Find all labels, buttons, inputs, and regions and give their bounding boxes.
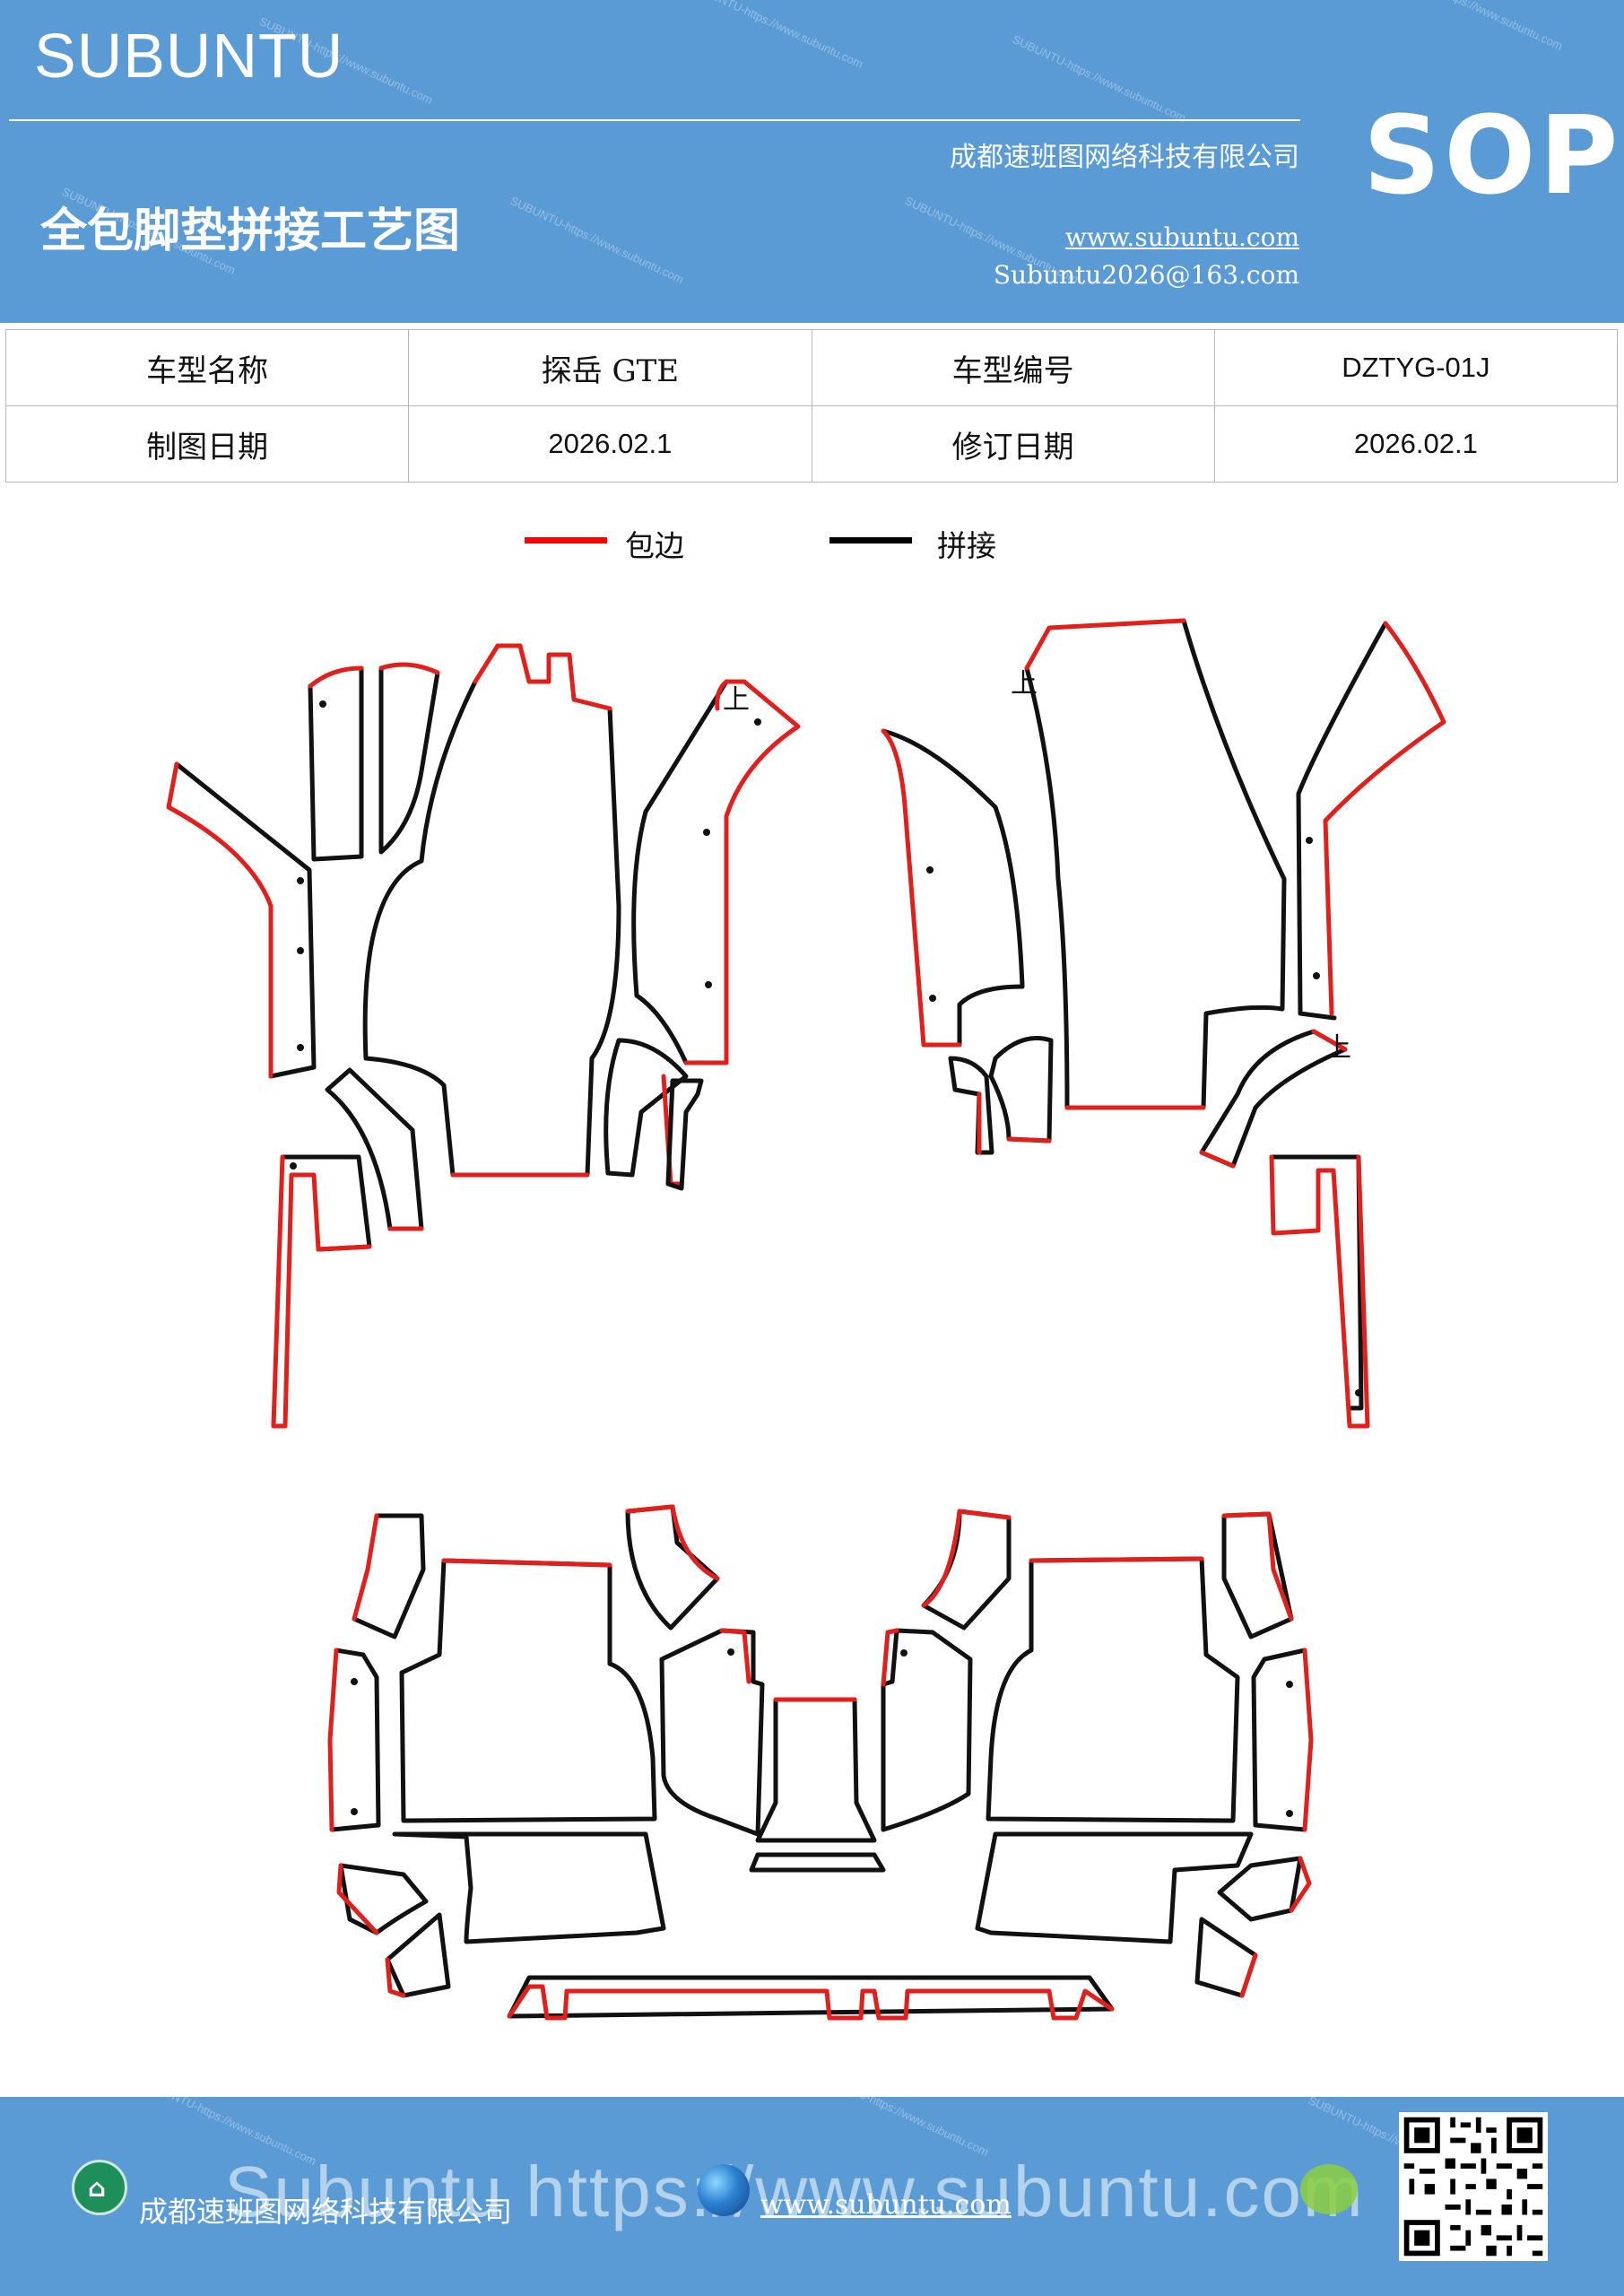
mat-piece-rear-left-lower-3: [385, 1912, 451, 1998]
watermark-text: SUBUNTU-https://www.subuntu.com: [687, 0, 865, 72]
mat-piece-rear-right-main: [986, 1556, 1240, 1823]
mat-piece-rear-bottom-strip: [507, 1975, 1115, 2021]
draw-date-label: 制图日期: [4, 405, 410, 483]
mat-piece-passenger-left: [881, 728, 1025, 1048]
model-info-table: 车型名称 探岳 GTE 车型编号 DZTYG-01J 制图日期 2026.02.…: [4, 329, 1619, 483]
draw-date-value: 2026.02.1: [408, 405, 812, 483]
mat-piece-front-left-strip-2: [378, 662, 440, 855]
sop-badge: SOP: [1363, 94, 1622, 219]
legend-label: 拼接: [937, 528, 996, 563]
alignment-dots: [290, 700, 1362, 1817]
mat-piece-rear-right-lower-1: [975, 1831, 1254, 1944]
watermark-text: SUBUNTU-https://www.subuntu.com: [812, 2066, 991, 2160]
mat-piece-passenger-long-strip: [1269, 1154, 1370, 1429]
table-row: 制图日期 2026.02.1 修订日期 2026.02.1: [4, 405, 1619, 483]
mat-piece-passenger-right-wing: [1296, 621, 1446, 1021]
up-mark: 上: [1011, 668, 1038, 700]
website-link[interactable]: www.subuntu.com: [1064, 222, 1299, 252]
qr-code[interactable]: [1399, 2112, 1548, 2261]
watermark-text: SUBUNTU-https://www.subuntu.com: [508, 193, 686, 287]
mat-piece-passenger-small-2: [988, 1036, 1054, 1144]
company-name: 成都速班图网络科技有限公司: [950, 142, 1299, 173]
document-title: 全包脚垫拼接工艺图: [40, 204, 461, 258]
model-code-value: DZTYG-01J: [1213, 329, 1619, 406]
footer-watermark: Subuntu https://www.subuntu.com: [224, 2152, 1365, 2231]
up-mark: 上: [723, 684, 750, 716]
mat-piece-front-left-small-1: [604, 1038, 689, 1187]
legend-label: 包边: [625, 528, 684, 563]
mat-piece-rear-center-tunnel: [755, 1697, 877, 1843]
mat-piece-front-left-wing: [166, 761, 317, 1079]
binding-swatch: [525, 537, 607, 544]
mat-piece-rear-left-lower-2: [336, 1863, 429, 1935]
globe-icon: [698, 2164, 750, 2216]
mat-piece-rear-right-lower-3: [1194, 1917, 1258, 1998]
revise-date-label: 修订日期: [811, 405, 1215, 483]
mat-piece-passenger-small-1: [948, 1056, 994, 1155]
mat-piece-front-left-strip: [308, 665, 364, 862]
mat-piece-passenger-main: [1024, 618, 1287, 1110]
mat-piece-rear-left-top: [352, 1513, 426, 1639]
mat-piece-rear-left-flap: [625, 1504, 720, 1631]
header-divider: [9, 119, 1300, 121]
watermark-text: SUBUNTU-https://www.subuntu.com: [1386, 0, 1565, 54]
building-icon: ⌂: [72, 2160, 127, 2215]
mat-piece-front-left-small-2: [665, 1078, 704, 1191]
mat-piece-rear-right-side: [1251, 1648, 1314, 1832]
watermark-text: SUBUNTU-https://www.subuntu.com: [1010, 31, 1188, 126]
seam-swatch: [829, 537, 912, 544]
mat-piece-front-left-lower: [325, 1067, 424, 1231]
page-header: SUBUNTU-https://www.subuntu.com SUBUNTU-…: [0, 0, 1624, 323]
mat-piece-rear-left-inner: [659, 1628, 765, 1837]
wechat-icon[interactable]: [1300, 2164, 1358, 2214]
mat-piece-rear-right-flap: [921, 1509, 1012, 1631]
floor-mat-diagram: 上 上 上: [166, 618, 1446, 2021]
page-footer: SUBUNTU-https://www.subuntu.com SUBUNTU-…: [0, 2066, 1624, 2296]
mat-piece-rear-right-inner: [881, 1628, 973, 1832]
mat-piece-rear-left-side: [327, 1648, 381, 1832]
footer-website-link[interactable]: www.subuntu.com: [760, 2189, 1012, 2221]
mat-piece-rear-right-lower-2: [1217, 1856, 1312, 1922]
mat-piece-front-left-long-strip: [271, 1154, 372, 1429]
model-name-label: 车型名称: [4, 329, 410, 406]
mat-piece-driver-main: [362, 643, 621, 1178]
up-mark: 上: [1324, 1032, 1351, 1064]
mat-piece-rear-left-lower-1: [392, 1831, 666, 1944]
mat-piece-rear-right-top: [1221, 1511, 1294, 1639]
model-code-label: 车型编号: [811, 329, 1215, 406]
footer-company: 成都速班图网络科技有限公司: [139, 2195, 513, 2229]
contact-email: Subuntu2026@163.com: [993, 260, 1299, 290]
table-row: 车型名称 探岳 GTE 车型编号 DZTYG-01J: [4, 329, 1619, 406]
mat-piece-front-left-sill: [631, 679, 801, 1065]
mat-piece-rear-left-main: [399, 1558, 657, 1823]
mat-piece-rear-center-bar: [749, 1852, 886, 1873]
brand-name: SUBUNTU: [34, 21, 344, 91]
mat-piece-passenger-lower: [1199, 1029, 1348, 1169]
model-name-value: 探岳 GTE: [408, 329, 812, 406]
revise-date-value: 2026.02.1: [1213, 405, 1619, 483]
